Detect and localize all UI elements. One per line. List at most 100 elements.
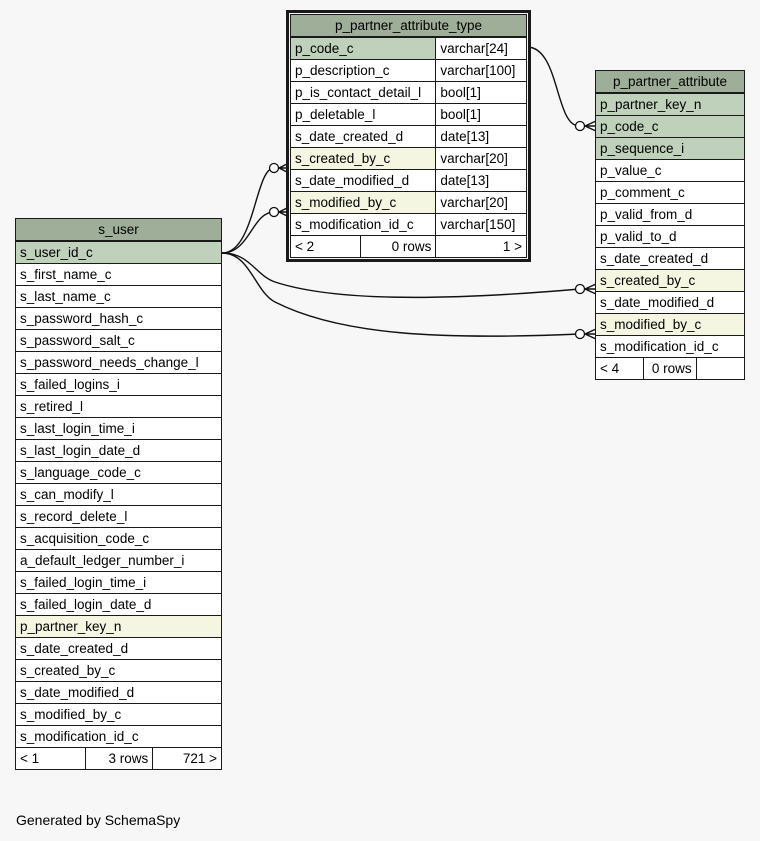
column-name[interactable]: s_created_by_c [595,269,745,292]
column-row[interactable]: s_user_id_c [15,240,222,264]
parents-link[interactable]: < 4 [595,357,644,380]
children-link[interactable] [695,357,746,380]
column-name[interactable]: s_retired_l [15,395,222,418]
column-row[interactable]: s_first_name_c [15,263,222,286]
column-name[interactable]: p_code_c [595,115,745,138]
column-row[interactable]: s_date_modified_d [15,681,222,704]
column-name[interactable]: p_partner_key_n [15,615,222,638]
column-name[interactable]: p_value_c [595,159,745,182]
column-row[interactable]: p_partner_key_n [15,615,222,638]
column-row[interactable]: p_sequence_i [595,137,745,160]
column-row[interactable]: s_failed_login_date_d [15,593,222,616]
column-name[interactable]: s_password_needs_change_l [15,351,222,374]
column-name[interactable]: s_modified_by_c [595,313,745,336]
column-name[interactable]: s_date_created_d [15,637,222,660]
column-row[interactable]: p_valid_to_d [595,225,745,248]
column-name[interactable]: s_user_id_c [15,240,222,264]
column-row[interactable]: s_modified_by_c [15,703,222,726]
column-name[interactable]: p_is_contact_detail_l [289,81,437,104]
column-name[interactable]: s_password_hash_c [15,307,222,330]
parents-link[interactable]: < 1 [15,747,86,770]
column-name[interactable]: a_default_ledger_number_i [15,549,222,572]
column-name[interactable]: s_date_created_d [289,125,437,148]
column-name[interactable]: s_date_modified_d [289,169,437,192]
column-name[interactable]: s_password_salt_c [15,329,222,352]
column-row[interactable]: s_password_needs_change_l [15,351,222,374]
column-name[interactable]: s_date_created_d [595,247,745,270]
column-name[interactable]: s_first_name_c [15,263,222,286]
column-name[interactable]: p_valid_from_d [595,203,745,226]
column-row[interactable]: s_retired_l [15,395,222,418]
table-title[interactable]: p_partner_attribute [595,70,745,94]
column-name[interactable]: s_modification_id_c [595,335,745,358]
column-name[interactable]: s_last_login_time_i [15,417,222,440]
column-name[interactable]: s_created_by_c [15,659,222,682]
column-row[interactable]: s_password_salt_c [15,329,222,352]
column-name[interactable]: s_modified_by_c [289,191,437,214]
column-row[interactable]: s_last_name_c [15,285,222,308]
table-title[interactable]: p_partner_attribute_type [290,14,527,38]
children-link[interactable]: 1 > [435,235,527,258]
column-name[interactable]: s_modified_by_c [15,703,222,726]
column-name[interactable]: s_language_code_c [15,461,222,484]
column-name[interactable]: p_valid_to_d [595,225,745,248]
column-row[interactable]: p_comment_c [595,181,745,204]
column-row[interactable]: s_date_modified_d [595,291,745,314]
column-name[interactable]: p_comment_c [595,181,745,204]
column-name[interactable]: s_can_modify_l [15,483,222,506]
column-name[interactable]: p_code_c [289,36,437,60]
column-row[interactable]: p_value_c [595,159,745,182]
column-row[interactable]: s_last_login_time_i [15,417,222,440]
column-name[interactable]: s_modification_id_c [289,213,437,236]
column-name[interactable]: s_created_by_c [289,147,437,170]
column-row[interactable]: s_modification_id_c [595,335,745,358]
column-row[interactable]: s_modification_id_c [15,725,222,748]
column-row[interactable]: a_default_ledger_number_i [15,549,222,572]
column-name[interactable]: s_failed_login_time_i [15,571,222,594]
column-row[interactable]: s_date_created_d [15,637,222,660]
column-row[interactable]: s_can_modify_l [15,483,222,506]
column-row[interactable]: s_password_hash_c [15,307,222,330]
children-link[interactable]: 721 > [152,747,222,770]
table-title[interactable]: s_user [15,218,222,242]
column-name[interactable]: p_deletable_l [289,103,437,126]
column-name[interactable]: s_last_name_c [15,285,222,308]
column-name[interactable]: s_date_modified_d [15,681,222,704]
parents-link[interactable]: < 2 [290,235,361,258]
column-name[interactable]: s_record_delete_l [15,505,222,528]
column-name[interactable]: s_failed_login_date_d [15,593,222,616]
column-name[interactable]: p_partner_key_n [595,92,745,116]
column-name[interactable]: p_description_c [289,59,437,82]
column-row[interactable]: p_code_c [595,115,745,138]
column-row[interactable]: p_partner_key_n [595,92,745,116]
column-name[interactable]: s_failed_logins_i [15,373,222,396]
column-row[interactable]: s_date_created_d [595,247,745,270]
column-row[interactable]: s_acquisition_code_c [15,527,222,550]
column-row[interactable]: p_valid_from_d [595,203,745,226]
column-name[interactable]: s_date_modified_d [595,291,745,314]
column-row[interactable]: s_created_by_c [595,269,745,292]
column-name[interactable]: s_last_login_date_d [15,439,222,462]
column-row[interactable]: s_modified_by_c [595,313,745,336]
column-row[interactable]: s_created_by_c [15,659,222,682]
column-name[interactable]: p_sequence_i [595,137,745,160]
column-row[interactable]: s_failed_logins_i [15,373,222,396]
column-row[interactable]: s_record_delete_l [15,505,222,528]
column-name[interactable]: s_acquisition_code_c [15,527,222,550]
column-row[interactable]: s_language_code_c [15,461,222,484]
column-row[interactable]: s_last_login_date_d [15,439,222,462]
column-row[interactable]: s_failed_login_time_i [15,571,222,594]
column-name[interactable]: s_modification_id_c [15,725,222,748]
